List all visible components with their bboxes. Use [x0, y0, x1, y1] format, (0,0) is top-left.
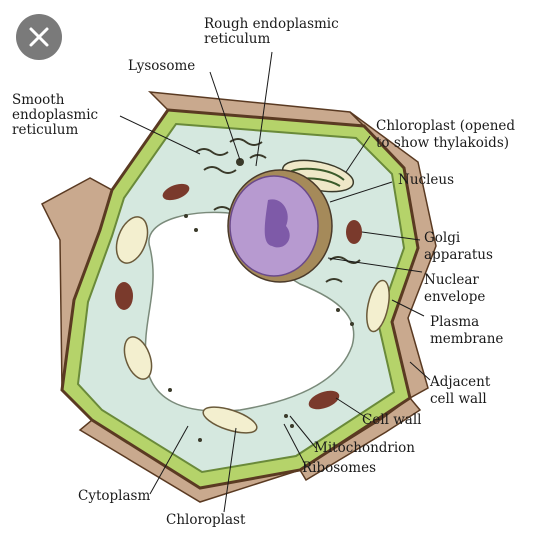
label-line: Plasma	[430, 314, 479, 330]
label-line: Lysosome	[128, 58, 195, 74]
label-line: endoplasmic	[12, 107, 98, 123]
nucleus	[228, 170, 332, 282]
label-line: reticulum	[12, 122, 78, 138]
label-line: Adjacent	[429, 374, 491, 390]
label-line: Chloroplast	[166, 512, 246, 528]
label-plasma-membrane: Plasmamembrane	[430, 314, 503, 347]
mitochondrion	[346, 220, 362, 244]
label-nuclear-envelope: Nuclearenvelope	[424, 272, 485, 305]
label-lysosome: Lysosome	[128, 58, 195, 74]
label-line: Mitochondrion	[314, 440, 415, 456]
label-chloroplast: Chloroplast	[166, 512, 246, 528]
mitochondrion	[115, 282, 133, 310]
label-chloroplast-opened: Chloroplast (openedto show thylakoids)	[376, 118, 515, 151]
label-golgi: Golgiapparatus	[424, 230, 493, 263]
label-line: Cell wall	[362, 412, 421, 428]
label-line: Golgi	[424, 230, 461, 246]
label-line: Nucleus	[398, 172, 454, 188]
label-line: Chloroplast (opened	[376, 118, 515, 134]
label-line: Smooth	[12, 92, 65, 108]
label-adjacent-cell-wall: Adjacentcell wall	[429, 374, 491, 407]
label-cytoplasm: Cytoplasm	[78, 488, 150, 504]
close-icon	[28, 26, 50, 48]
label-line: envelope	[424, 289, 485, 305]
label-line: apparatus	[424, 247, 493, 263]
label-line: Ribosomes	[302, 460, 376, 476]
label-line: Nuclear	[424, 272, 479, 288]
label-line: to show thylakoids)	[376, 135, 509, 151]
label-line: reticulum	[204, 31, 270, 47]
label-mitochondrion: Mitochondrion	[314, 440, 415, 456]
label-nucleus: Nucleus	[398, 172, 454, 188]
label-line: cell wall	[430, 391, 487, 407]
label-ribosomes: Ribosomes	[302, 460, 376, 476]
close-button[interactable]	[16, 14, 62, 60]
label-cell-wall: Cell wall	[362, 412, 421, 428]
label-line: Rough endoplasmic	[204, 16, 339, 32]
label-line: membrane	[430, 331, 503, 347]
label-smooth-er: Smoothendoplasmicreticulum	[12, 92, 98, 138]
label-line: Cytoplasm	[78, 488, 150, 504]
label-rough-er: Rough endoplasmicreticulum	[204, 16, 339, 47]
